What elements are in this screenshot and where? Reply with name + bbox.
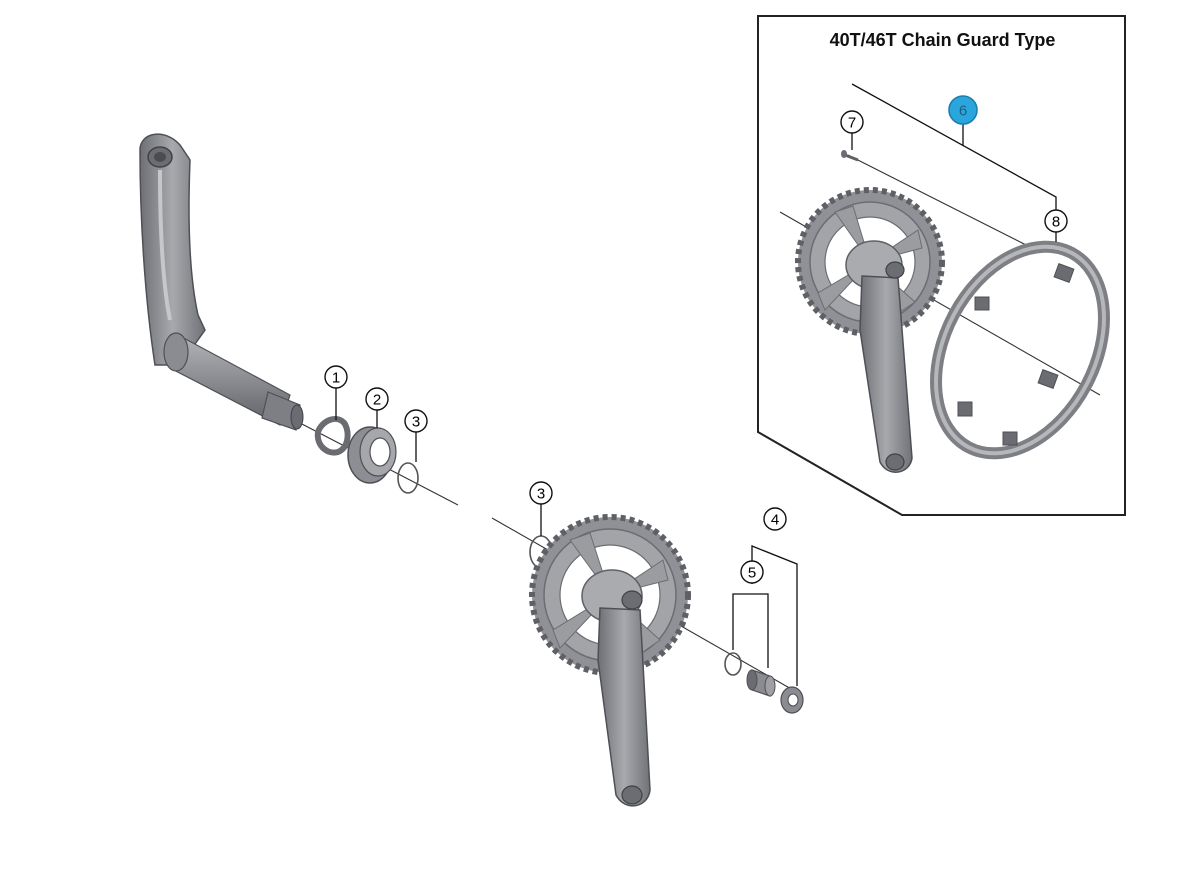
callout-3-right[interactable]: 3 (529, 481, 553, 505)
callout-3-left-label: 3 (412, 414, 420, 431)
callout-2[interactable]: 2 (365, 387, 389, 411)
callout-4[interactable]: 4 (763, 507, 787, 531)
callout-5[interactable]: 5 (740, 560, 764, 584)
inset-title: 40T/46T Chain Guard Type (829, 30, 1056, 50)
callout-2-label: 2 (373, 392, 381, 409)
callout-6-label: 6 (959, 103, 967, 120)
o-ring-part-3-left (397, 462, 419, 494)
callout-5-label: 5 (748, 565, 756, 582)
inset-crank-with-chainring (795, 187, 945, 473)
callout-6-highlighted[interactable]: 6 (948, 95, 978, 125)
callout-3-right-label: 3 (537, 486, 545, 503)
callout-4-label: 4 (771, 512, 779, 529)
callout-8[interactable]: 8 (1044, 209, 1068, 233)
o-ring-part-5 (724, 652, 742, 676)
callout-1-label: 1 (332, 370, 340, 387)
callout-7-label: 7 (848, 115, 856, 132)
callout-7[interactable]: 7 (840, 110, 864, 134)
bolt-part-7 (841, 150, 859, 162)
callout-1[interactable]: 1 (324, 365, 348, 389)
left-crank-arm (139, 133, 304, 431)
wave-washer-part-1 (314, 415, 351, 456)
callout-8-label: 8 (1052, 214, 1060, 231)
adapter-ring-part-2 (347, 426, 397, 484)
leader-lines (335, 83, 1057, 686)
washer-part-4 (780, 686, 804, 714)
callout-3-left[interactable]: 3 (404, 409, 428, 433)
right-crank-with-chainring (529, 514, 691, 807)
inset-frame (757, 15, 1126, 516)
sleeve-part-5 (746, 669, 776, 697)
chain-guard-part-8 (930, 240, 1110, 460)
